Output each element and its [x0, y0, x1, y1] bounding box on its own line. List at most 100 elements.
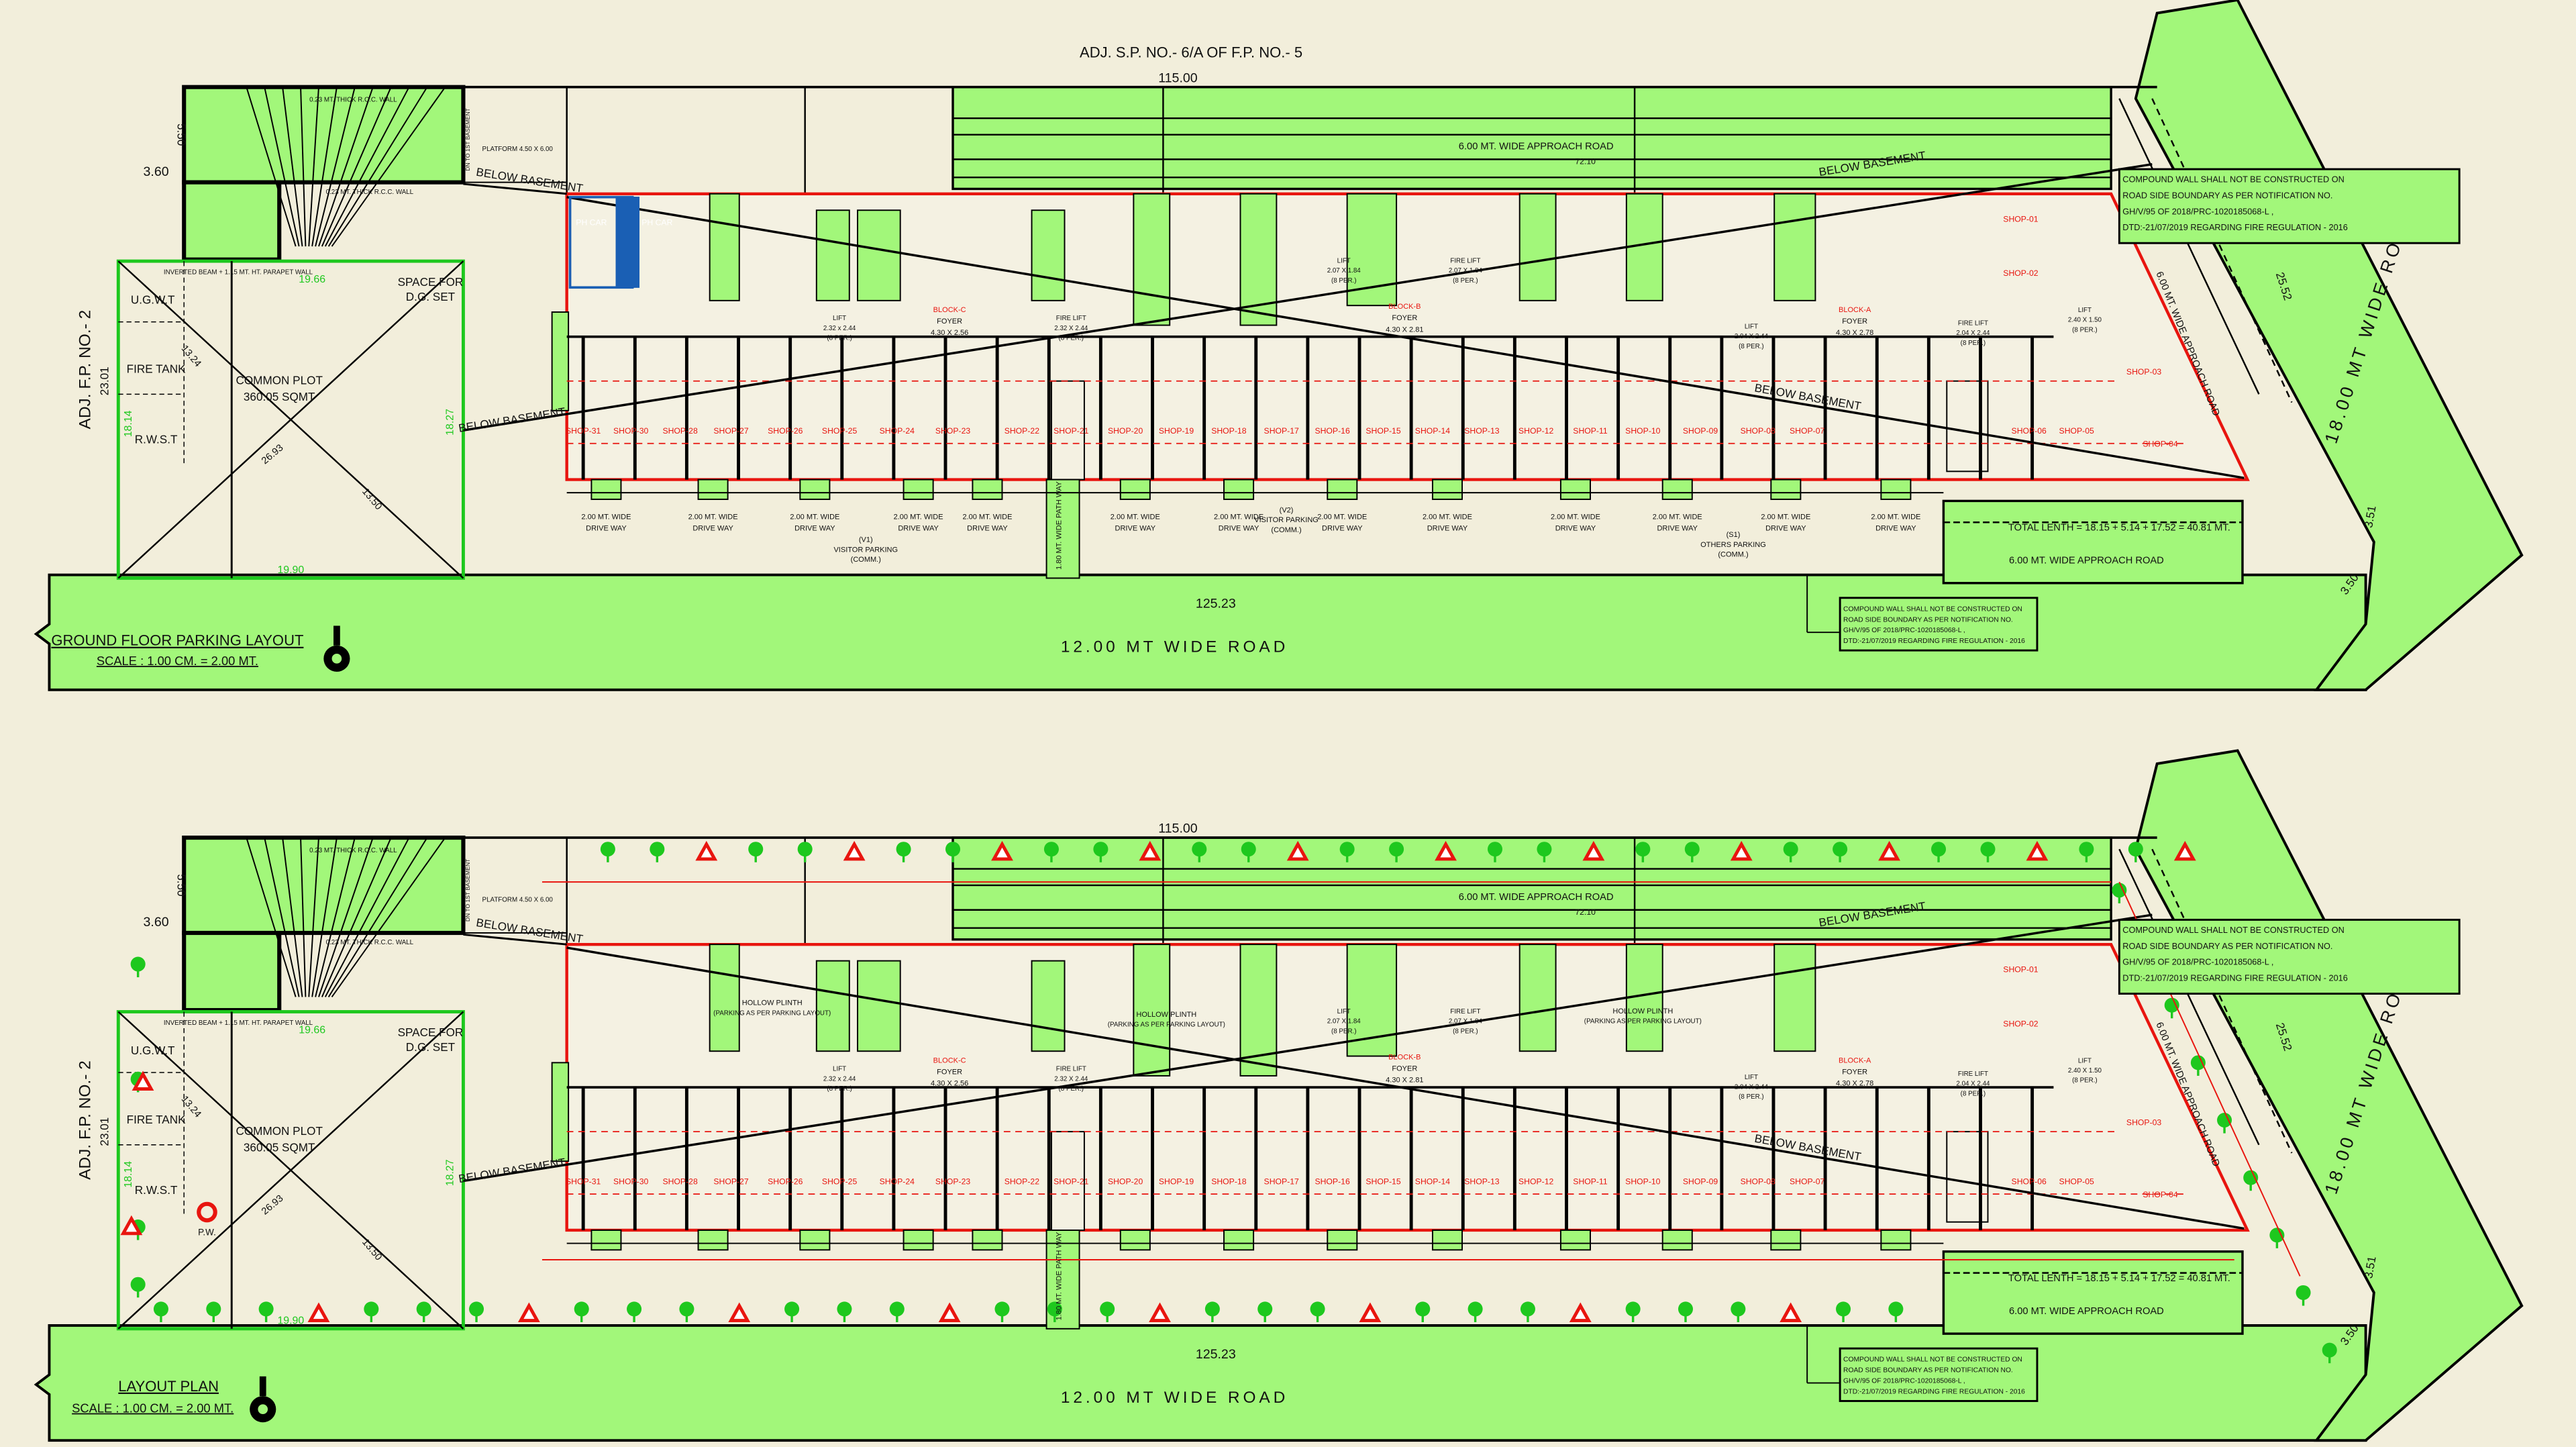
tree-icon — [1192, 842, 1207, 862]
tree-icon — [130, 1277, 146, 1298]
drive-way-pad — [1327, 479, 1358, 500]
hazard-triangle-icon — [132, 1070, 154, 1091]
tree-crown — [574, 1301, 589, 1317]
shop-label: SHOP-10 — [1625, 1177, 1661, 1186]
tree-icon — [994, 1301, 1010, 1323]
hazard-triangle-icon — [2173, 840, 2196, 861]
tree-icon — [679, 1301, 694, 1323]
notice-box: COMPOUND WALL SHALL NOT BE CONSTRUCTED O… — [1839, 597, 2039, 652]
tree-crown — [2217, 1112, 2232, 1128]
drive-way-strip — [1773, 193, 1816, 301]
tree-trunk — [1691, 854, 1694, 862]
wall-line — [327, 837, 428, 997]
tree-crown — [600, 842, 615, 857]
shop-label: SHOP-15 — [1366, 426, 1401, 436]
tree-trunk — [212, 1313, 215, 1323]
tree-icon — [1487, 842, 1503, 862]
hollow-plinth-note: (PARKING AS PER PARKING LAYOUT) — [1584, 1018, 1702, 1026]
tree-crown — [1257, 1301, 1273, 1317]
shop-label: SHOP-04 — [2143, 1190, 2178, 1199]
drive-way-strip — [1346, 193, 1398, 307]
shop-label: SHOP-23 — [935, 1177, 971, 1186]
tree-trunk — [2302, 1297, 2305, 1306]
approach-road-corner — [1942, 1250, 2244, 1335]
label: 1.80 MT. WIDE PATH WAY — [1055, 1232, 1064, 1320]
tree-trunk — [2328, 1354, 2331, 1364]
wall-line — [117, 1011, 464, 1330]
hazard-triangle-icon — [1730, 840, 1753, 861]
ramp-corner — [182, 180, 282, 262]
tree-trunk — [475, 1313, 478, 1323]
tree-crown — [1487, 842, 1503, 857]
parking-label: VISITOR PARKING — [833, 546, 898, 554]
shop-label: SHOP-24 — [880, 426, 915, 436]
tree-trunk — [2275, 1240, 2279, 1248]
basement-diagonal — [463, 913, 2153, 1183]
label: ADJ. F.P. NO.- 2 — [76, 310, 95, 430]
tree-crown — [1783, 842, 1798, 857]
label: 18.27 — [445, 1159, 456, 1186]
tree-crown — [2128, 842, 2143, 857]
shop-label: SHOP-22 — [1004, 426, 1040, 436]
tree-trunk — [896, 1313, 898, 1323]
lift-label: FIRE LIFT — [1958, 320, 1988, 328]
shop-label: SHOP-26 — [768, 426, 803, 436]
block-label: BLOCK-C — [933, 306, 966, 314]
tree-trunk — [1684, 1313, 1687, 1323]
lift-label: FIRE LIFT — [1056, 1066, 1086, 1073]
12m-road — [34, 1324, 2367, 1442]
compass-emblem-icon — [323, 626, 350, 672]
tree-crown — [416, 1301, 431, 1317]
shop-label: SHOP-13 — [1464, 426, 1500, 436]
tree-crown — [837, 1301, 852, 1317]
tree-icon — [797, 842, 813, 862]
tree-crown — [1678, 1301, 1694, 1317]
tree-crown — [1204, 1301, 1220, 1317]
notice-line: COMPOUND WALL SHALL NOT BE CONSTRUCTED O… — [2122, 925, 2345, 935]
drive-way-label: 2.00 MT. WIDE — [1653, 513, 1702, 521]
tree-crown — [2079, 842, 2094, 857]
drive-way-pad — [903, 479, 934, 500]
tree-crown — [748, 842, 764, 857]
drive-way-pad — [1770, 479, 1802, 500]
tree-crown — [889, 1301, 905, 1317]
label: 23.01 — [98, 366, 111, 395]
tree-crown — [1389, 842, 1404, 857]
tree-trunk — [951, 854, 954, 862]
tree-trunk — [1053, 1313, 1056, 1323]
wall-line — [311, 87, 338, 247]
wall-line — [318, 87, 374, 247]
lift-size: 2.32 X 2.44 — [1054, 325, 1088, 332]
wall-line — [282, 87, 303, 247]
parking-ramp-blue — [615, 197, 640, 288]
label: U.G.W.T — [131, 1044, 175, 1057]
wall-line — [308, 87, 319, 247]
label: DN TO 1ST BASEMENT — [464, 858, 471, 921]
tree-icon — [2112, 883, 2127, 903]
drive-way-pad — [590, 479, 622, 500]
label: 6.00 MT. WIDE APPROACH ROAD — [2009, 555, 2164, 566]
shop-label: SHOP-06 — [2012, 1177, 2047, 1186]
parking-tag: (V2) — [1280, 507, 1294, 515]
drive-way-pad — [1661, 1229, 1693, 1251]
tree-crown — [1836, 1301, 1851, 1317]
tree-icon — [364, 1301, 379, 1323]
hazard-triangle-icon — [1149, 1302, 1171, 1323]
tree-trunk — [1099, 854, 1102, 862]
lift-capacity: (8 PER.) — [1331, 277, 1357, 285]
tree-trunk — [633, 1313, 635, 1323]
drive-way-label: 2.00 MT. WIDE — [1423, 513, 1472, 521]
tree-icon — [2128, 842, 2143, 862]
shop-label: SHOP-31 — [566, 1177, 601, 1186]
lift-capacity: (8 PER.) — [1059, 1085, 1084, 1093]
shop-label: SHOP-26 — [768, 1177, 803, 1186]
common-plot-boundary — [116, 1010, 465, 1331]
shop-label: SHOP-19 — [1159, 1177, 1194, 1186]
drive-way-label: 2.00 MT. WIDE — [1111, 513, 1160, 521]
hazard-triangle-icon — [1435, 840, 1457, 861]
ramp-corner — [182, 930, 282, 1013]
drive-way-label: 2.00 MT. WIDE — [1551, 513, 1600, 521]
shop-label: SHOP-24 — [880, 1177, 915, 1186]
tree-icon — [1047, 1301, 1062, 1323]
tree-icon — [1093, 842, 1109, 862]
